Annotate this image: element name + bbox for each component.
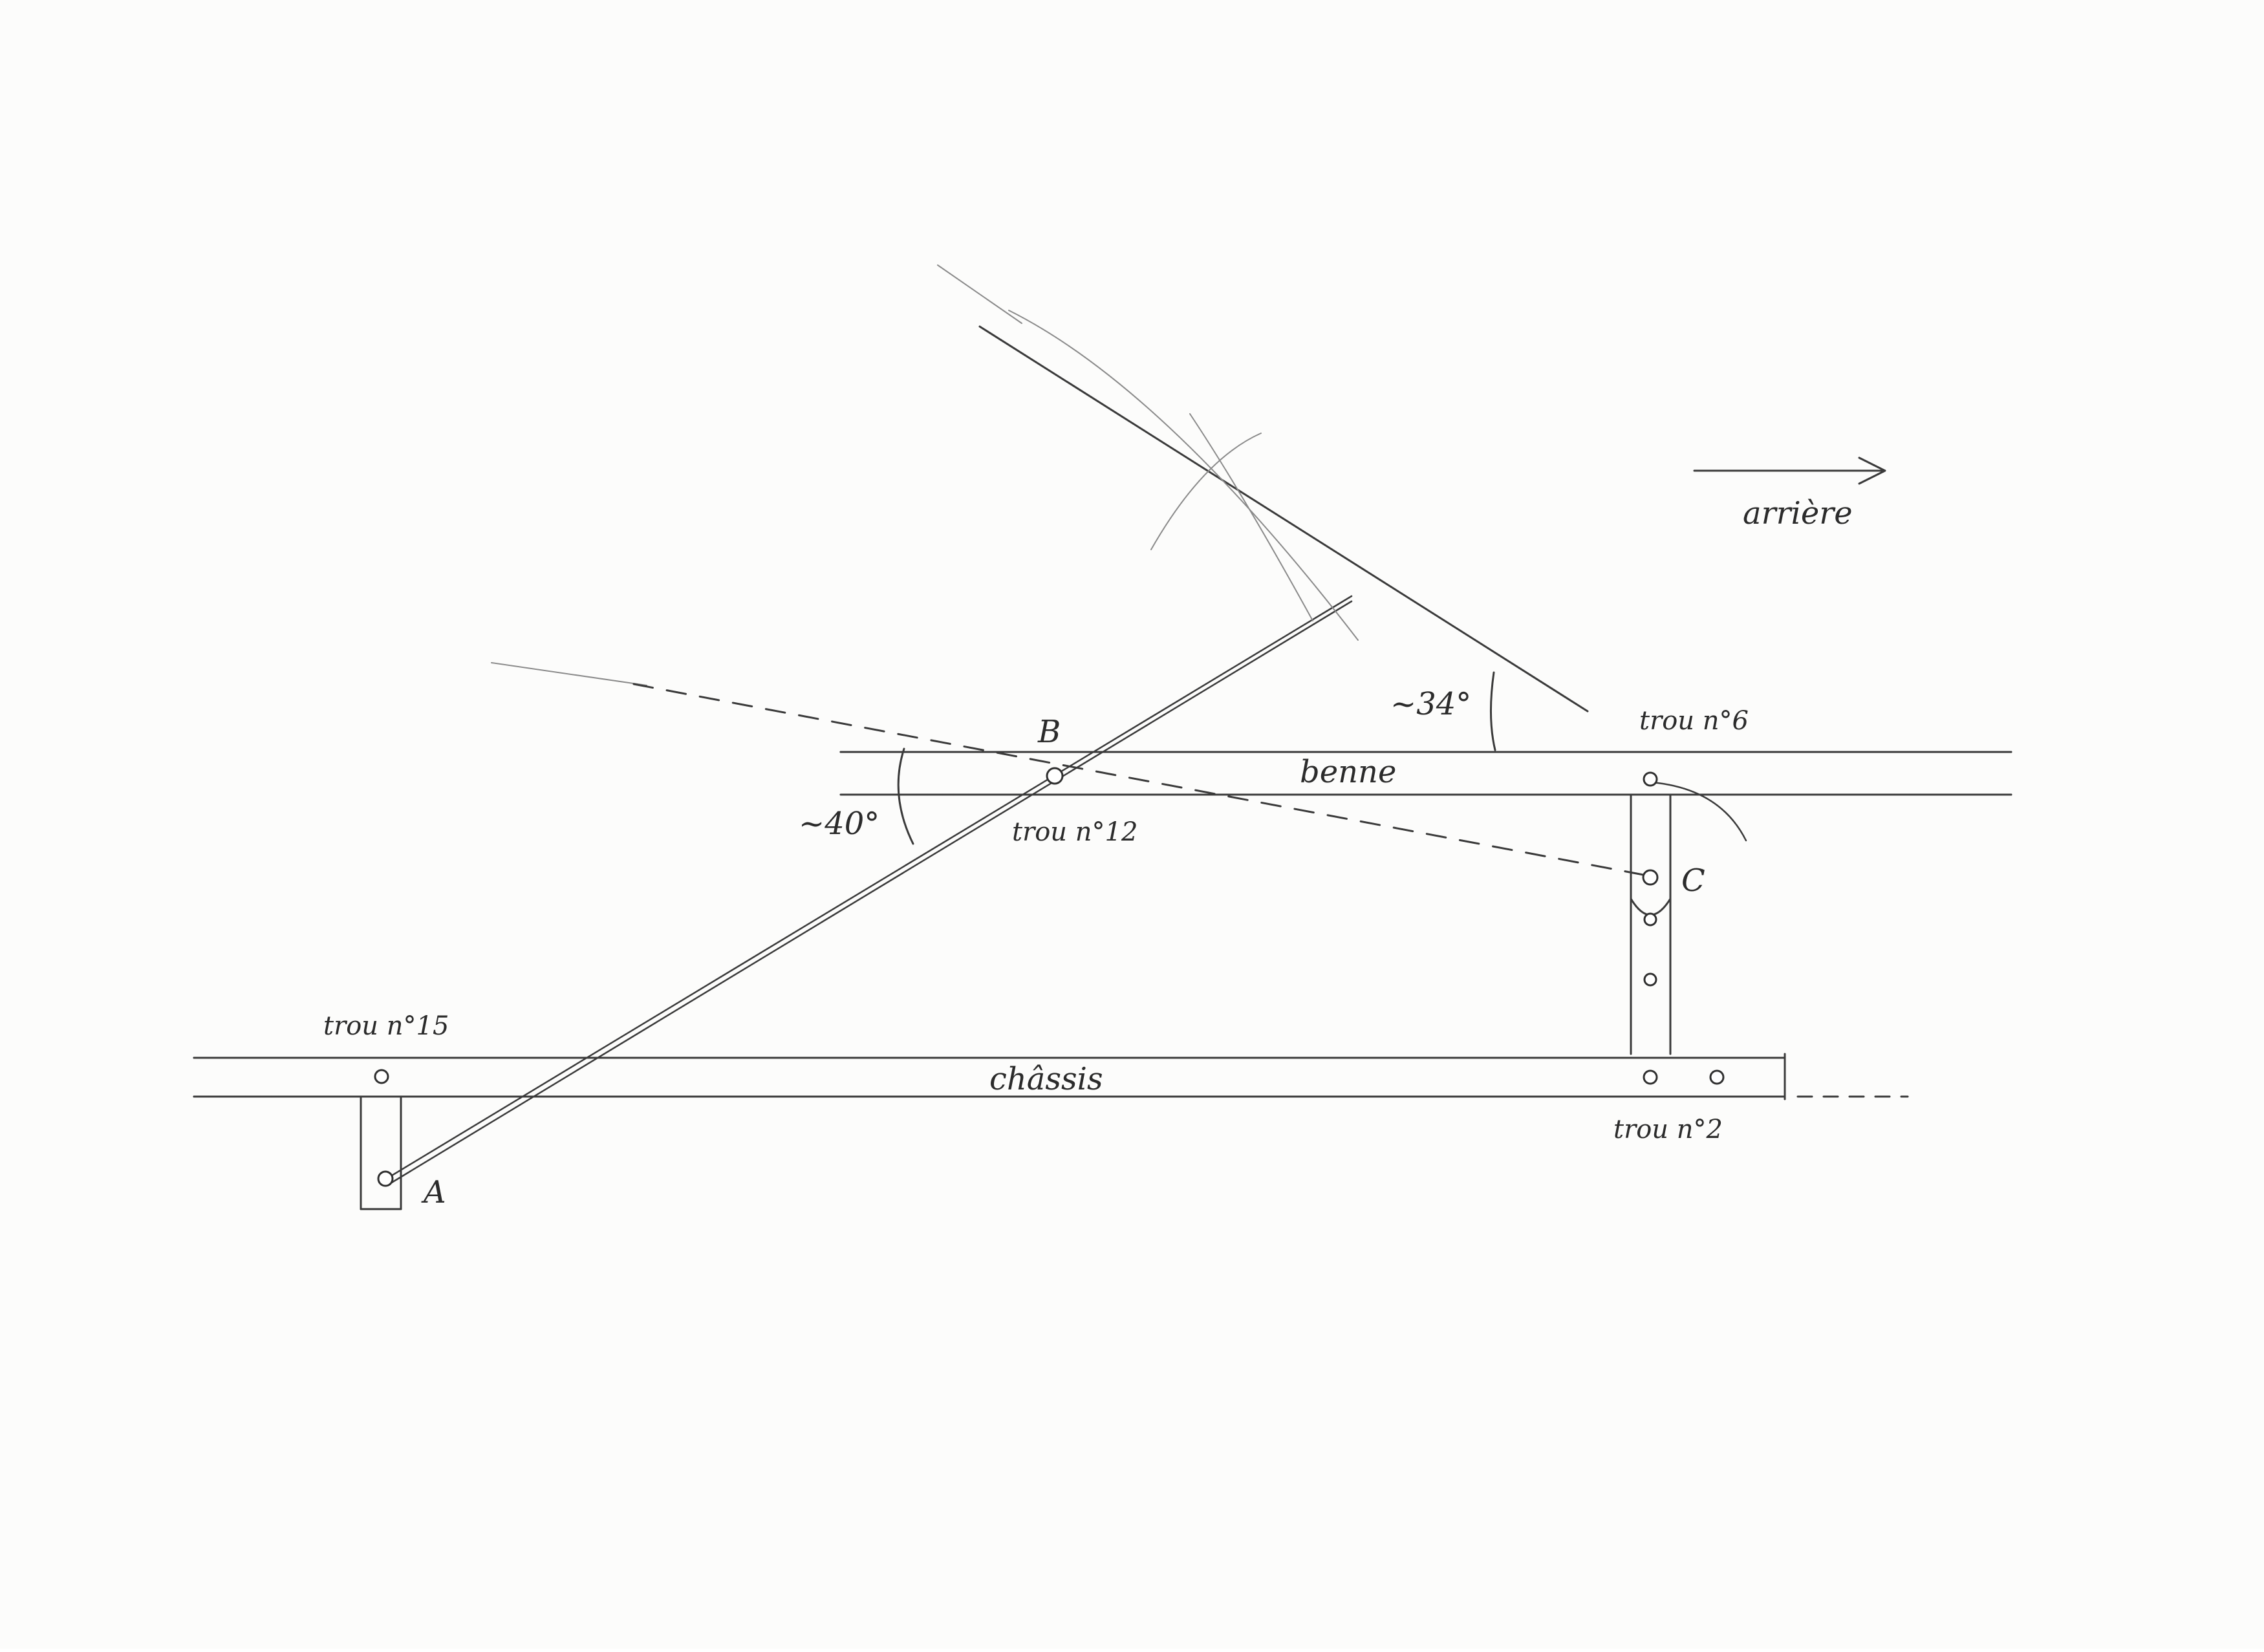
label-trou-15: trou n°15 (323, 1011, 449, 1041)
label-angle-40: ~40° (799, 806, 879, 842)
rotated-benne-line (937, 264, 1589, 713)
ram-line (384, 595, 1353, 1185)
label-point-b: B (1037, 714, 1061, 750)
label-chassis: châssis (989, 1061, 1103, 1097)
label-trou-2: trou n°2 (1613, 1115, 1723, 1144)
hole-point-a (377, 1170, 394, 1187)
label-benne: benne (1300, 754, 1396, 790)
label-point-c: C (1681, 863, 1705, 899)
chassis-bracket-a (360, 1095, 402, 1210)
label-trou-6: trou n°6 (1639, 706, 1749, 736)
hole-point-c (1642, 869, 1659, 886)
construction-arcs (1008, 310, 1747, 842)
arriere-arrow (1693, 456, 1886, 485)
hole-post-2 (1643, 972, 1657, 987)
hole-trou-2 (1643, 1069, 1658, 1085)
angle-40-arc (897, 747, 914, 845)
label-arriere: arrière (1743, 495, 1853, 531)
label-angle-34: ~34° (1390, 686, 1471, 722)
hole-post-1 (1643, 912, 1657, 927)
angle-34-arc (1489, 671, 1496, 751)
hole-point-b (1046, 767, 1064, 785)
hole-trou-6 (1643, 771, 1658, 787)
label-trou-12: trou n°12 (1012, 817, 1137, 847)
benne-beam (839, 751, 2012, 796)
hole-chassis-right (1709, 1069, 1725, 1085)
dashed-line-cb (491, 662, 1652, 877)
label-point-a: A (421, 1174, 446, 1210)
hole-trou-15 (374, 1069, 389, 1084)
chassis-beam (193, 1053, 1909, 1100)
